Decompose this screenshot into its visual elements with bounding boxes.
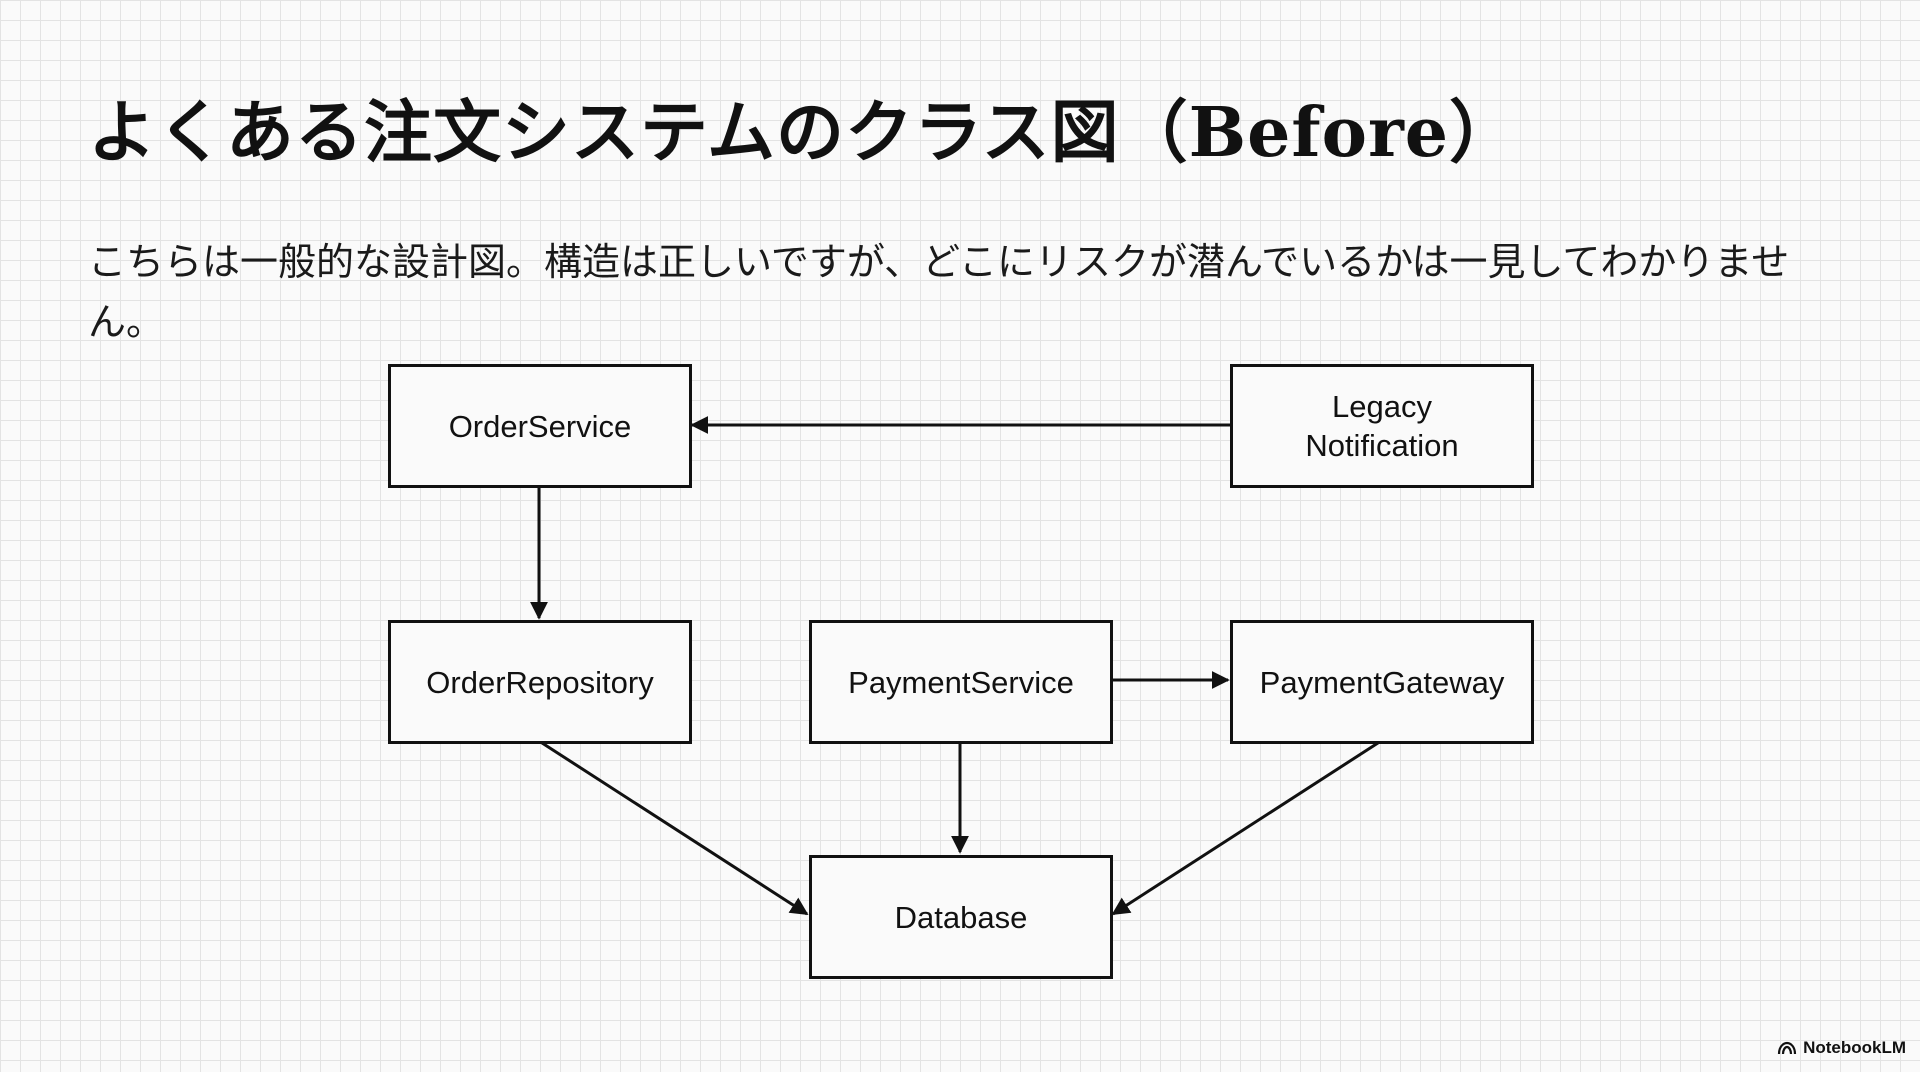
- node-label-database: Database: [894, 899, 1028, 935]
- node-database: Database: [809, 855, 1113, 979]
- brand-label: NotebookLM: [1803, 1038, 1906, 1057]
- node-order-repository: OrderRepository: [388, 620, 692, 744]
- edge-orderrepository-to-database: [538, 739, 809, 916]
- node-label-order-repository: OrderRepository: [426, 664, 654, 700]
- slide-description: こちらは一般的な設計図。構造は正しいですが、どこにリスクが潜んでいるかは一見して…: [88, 240, 1790, 344]
- node-payment-service: PaymentService: [809, 620, 1113, 744]
- edge-paymentgateway-to-database: [1111, 739, 1382, 916]
- node-legacy-notification: Legacy Notification: [1230, 364, 1534, 488]
- notebooklm-logo-icon: [1777, 1041, 1797, 1055]
- node-payment-gateway: PaymentGateway: [1230, 620, 1534, 744]
- notebooklm-brand: NotebookLM: [1777, 1038, 1906, 1058]
- node-label-legacy-notification: Legacy Notification: [1305, 389, 1459, 463]
- slide-title: よくある注文システムのクラス図（Before）: [88, 93, 1519, 173]
- node-label-payment-gateway: PaymentGateway: [1259, 664, 1505, 700]
- node-label-order-service: OrderService: [448, 408, 632, 444]
- node-order-service: OrderService: [388, 364, 692, 488]
- node-label-payment-service: PaymentService: [848, 664, 1074, 700]
